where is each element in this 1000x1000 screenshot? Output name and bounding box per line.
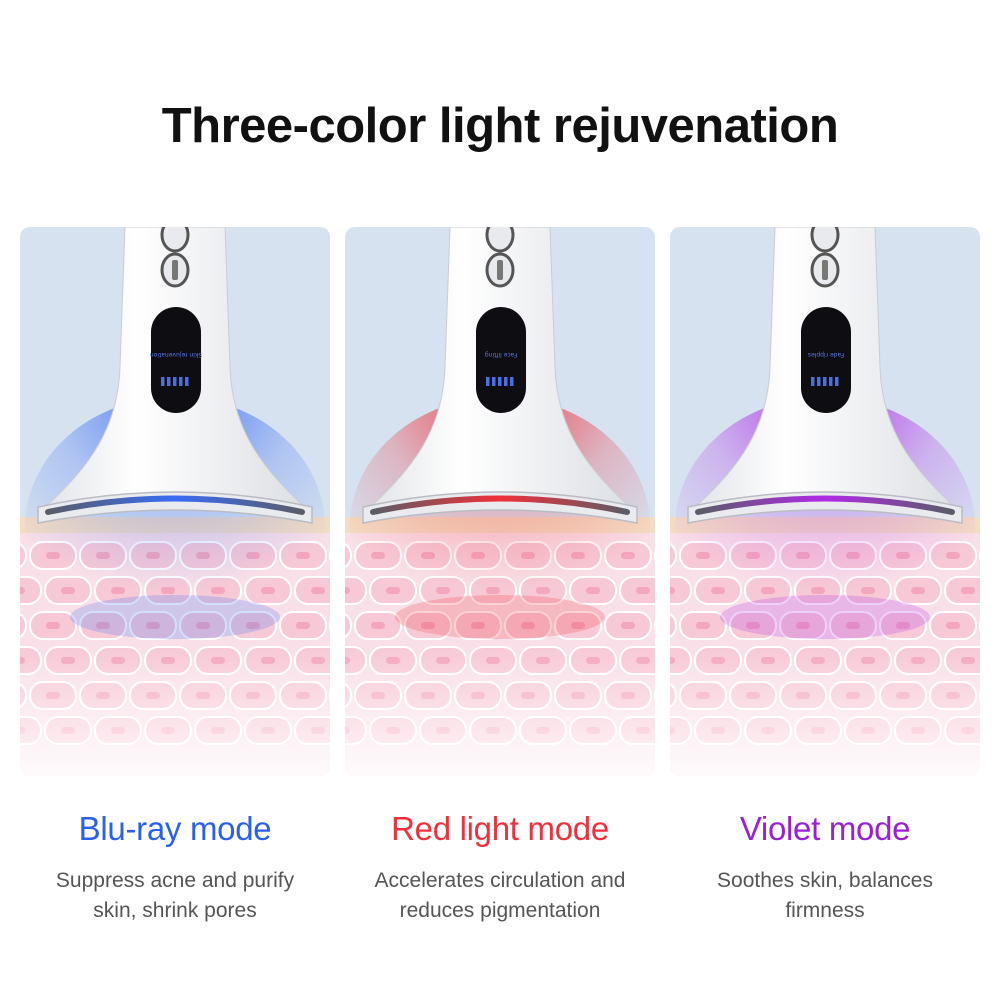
cell-nucleus xyxy=(20,587,25,594)
description-line: Soothes skin, balances xyxy=(717,869,933,892)
light-bar xyxy=(45,495,305,515)
button-mark xyxy=(172,260,178,280)
cell-nucleus xyxy=(946,622,960,629)
skin-fade xyxy=(345,647,655,776)
power-button xyxy=(160,227,190,253)
skin-cell xyxy=(670,612,677,639)
screen-level-bar xyxy=(510,377,514,386)
screen-level-bar xyxy=(498,377,502,386)
screen-level-bar xyxy=(492,377,496,386)
screen-text: Face lifting xyxy=(485,351,518,358)
light-glow xyxy=(720,595,930,639)
mode-description-red: Accelerates circulation and reduces pigm… xyxy=(335,866,665,926)
screen-level-bar xyxy=(179,377,183,386)
device-screen xyxy=(801,307,851,413)
button-mark xyxy=(822,260,828,280)
screen-level-bar xyxy=(504,377,508,386)
device-screen xyxy=(151,307,201,413)
cell-nucleus xyxy=(670,587,675,594)
light-glow xyxy=(395,595,605,639)
light-bar xyxy=(370,495,630,515)
skin-fade xyxy=(670,647,980,776)
cell-nucleus xyxy=(696,622,710,629)
screen-level-bar xyxy=(829,377,833,386)
description-line: skin, shrink pores xyxy=(93,899,257,922)
skin-cell xyxy=(20,576,42,605)
screen-level-bar xyxy=(173,377,177,386)
screen-level-bar xyxy=(811,377,815,386)
description-line: reduces pigmentation xyxy=(399,899,601,922)
panel-blue-illustration: Skin rejuvenation xyxy=(20,227,330,776)
screen-text: Skin rejuvenation xyxy=(150,351,203,358)
description-line: Suppress acne and purify xyxy=(55,869,295,892)
screen-text: Fade ripples xyxy=(808,351,844,358)
cell-nucleus xyxy=(46,622,60,629)
device-screen xyxy=(476,307,526,413)
button-mark xyxy=(497,260,503,280)
description-line: firmness xyxy=(785,899,865,922)
panel-violet-illustration: Fade ripples xyxy=(670,227,980,776)
device-skin-illustration-blue: Skin rejuvenation xyxy=(20,227,330,776)
screen-level-bar xyxy=(817,377,821,386)
cell-nucleus xyxy=(636,587,650,594)
skin-fade xyxy=(20,647,330,776)
panel-red-illustration: Face lifting xyxy=(345,227,655,776)
mode-description-blue: Suppress acne and purify skin, shrink po… xyxy=(10,866,340,926)
device-skin-illustration-red: Face lifting xyxy=(345,227,655,776)
cell-nucleus xyxy=(961,587,975,594)
screen-level-bar xyxy=(185,377,189,386)
skin-cell xyxy=(345,542,352,569)
device-skin-illustration-violet: Fade ripples xyxy=(670,227,980,776)
power-button xyxy=(485,227,515,253)
cell-nucleus xyxy=(296,622,310,629)
skin-cell xyxy=(345,612,352,639)
cell-nucleus xyxy=(311,587,325,594)
mode-description-violet: Soothes skin, balances firmness xyxy=(660,866,990,926)
cell-nucleus xyxy=(345,587,350,594)
screen-level-bar xyxy=(167,377,171,386)
mode-title-violet: Violet mode xyxy=(739,810,911,847)
mode-title-red: Red light mode xyxy=(391,810,609,847)
skin-cell xyxy=(670,542,677,569)
skin-cell xyxy=(670,576,692,605)
screen-level-bar xyxy=(835,377,839,386)
light-glow xyxy=(70,595,280,639)
cell-nucleus xyxy=(621,622,635,629)
page-title: Three-color light rejuvenation xyxy=(161,99,839,153)
screen-level-bar xyxy=(161,377,165,386)
screen-level-bar xyxy=(486,377,490,386)
skin-cell xyxy=(20,542,27,569)
description-line: Accelerates circulation and xyxy=(374,869,626,892)
light-bar xyxy=(695,495,955,515)
mode-title-blue: Blu-ray mode xyxy=(78,810,272,847)
cell-nucleus xyxy=(371,622,385,629)
screen-level-bar xyxy=(823,377,827,386)
skin-cell xyxy=(20,612,27,639)
skin-cell xyxy=(345,576,367,605)
power-button xyxy=(810,227,840,253)
